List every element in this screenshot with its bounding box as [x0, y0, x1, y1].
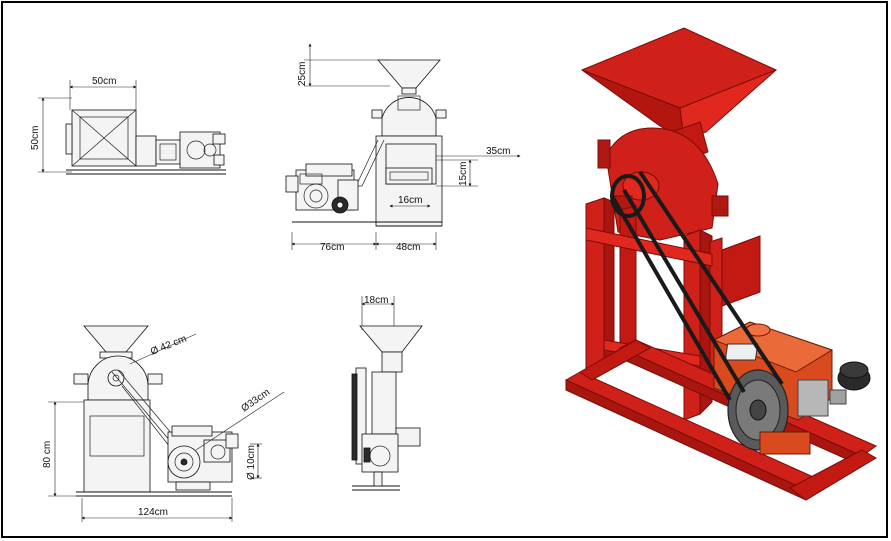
side-hopper [83, 325, 149, 353]
front-hopper [377, 59, 441, 89]
side-engine [167, 425, 239, 491]
dim-overall-length: 124cm [138, 507, 168, 518]
dim-pulley-mill: Ø 42 cm [149, 333, 188, 357]
dim-outlet-offset: 35cm [486, 146, 510, 157]
rear-hopper [359, 325, 423, 353]
side-view: Ø 42 cm Ø33cm Ø 10cm 80 cm 124cm [42, 325, 285, 522]
engine-top [155, 139, 181, 165]
iso-belt [610, 170, 784, 402]
iso-outlet [721, 235, 761, 307]
isometric-view [564, 27, 878, 501]
dim-hopper-height: 25cm [297, 62, 308, 86]
dim-side-top-width: 18cm [364, 295, 388, 306]
dim-top-width: 50cm [92, 76, 116, 87]
rear-view: 18cm [351, 295, 423, 491]
dim-frame-height: 80 cm [42, 441, 53, 468]
top-view: 50cm 50cm [30, 76, 226, 175]
dim-top-depth: 50cm [30, 126, 41, 150]
dim-pulley-small: Ø 10cm [246, 445, 257, 480]
front-view: 25cm 35cm 15cm 16cm [285, 43, 521, 253]
dim-engine-span: 76cm [320, 242, 344, 253]
dim-outlet-width: 16cm [398, 195, 422, 206]
front-engine [285, 163, 359, 214]
dim-outlet-height: 15cm [458, 162, 469, 186]
front-mill-housing [381, 97, 437, 137]
dim-frame-span: 48cm [396, 242, 420, 253]
